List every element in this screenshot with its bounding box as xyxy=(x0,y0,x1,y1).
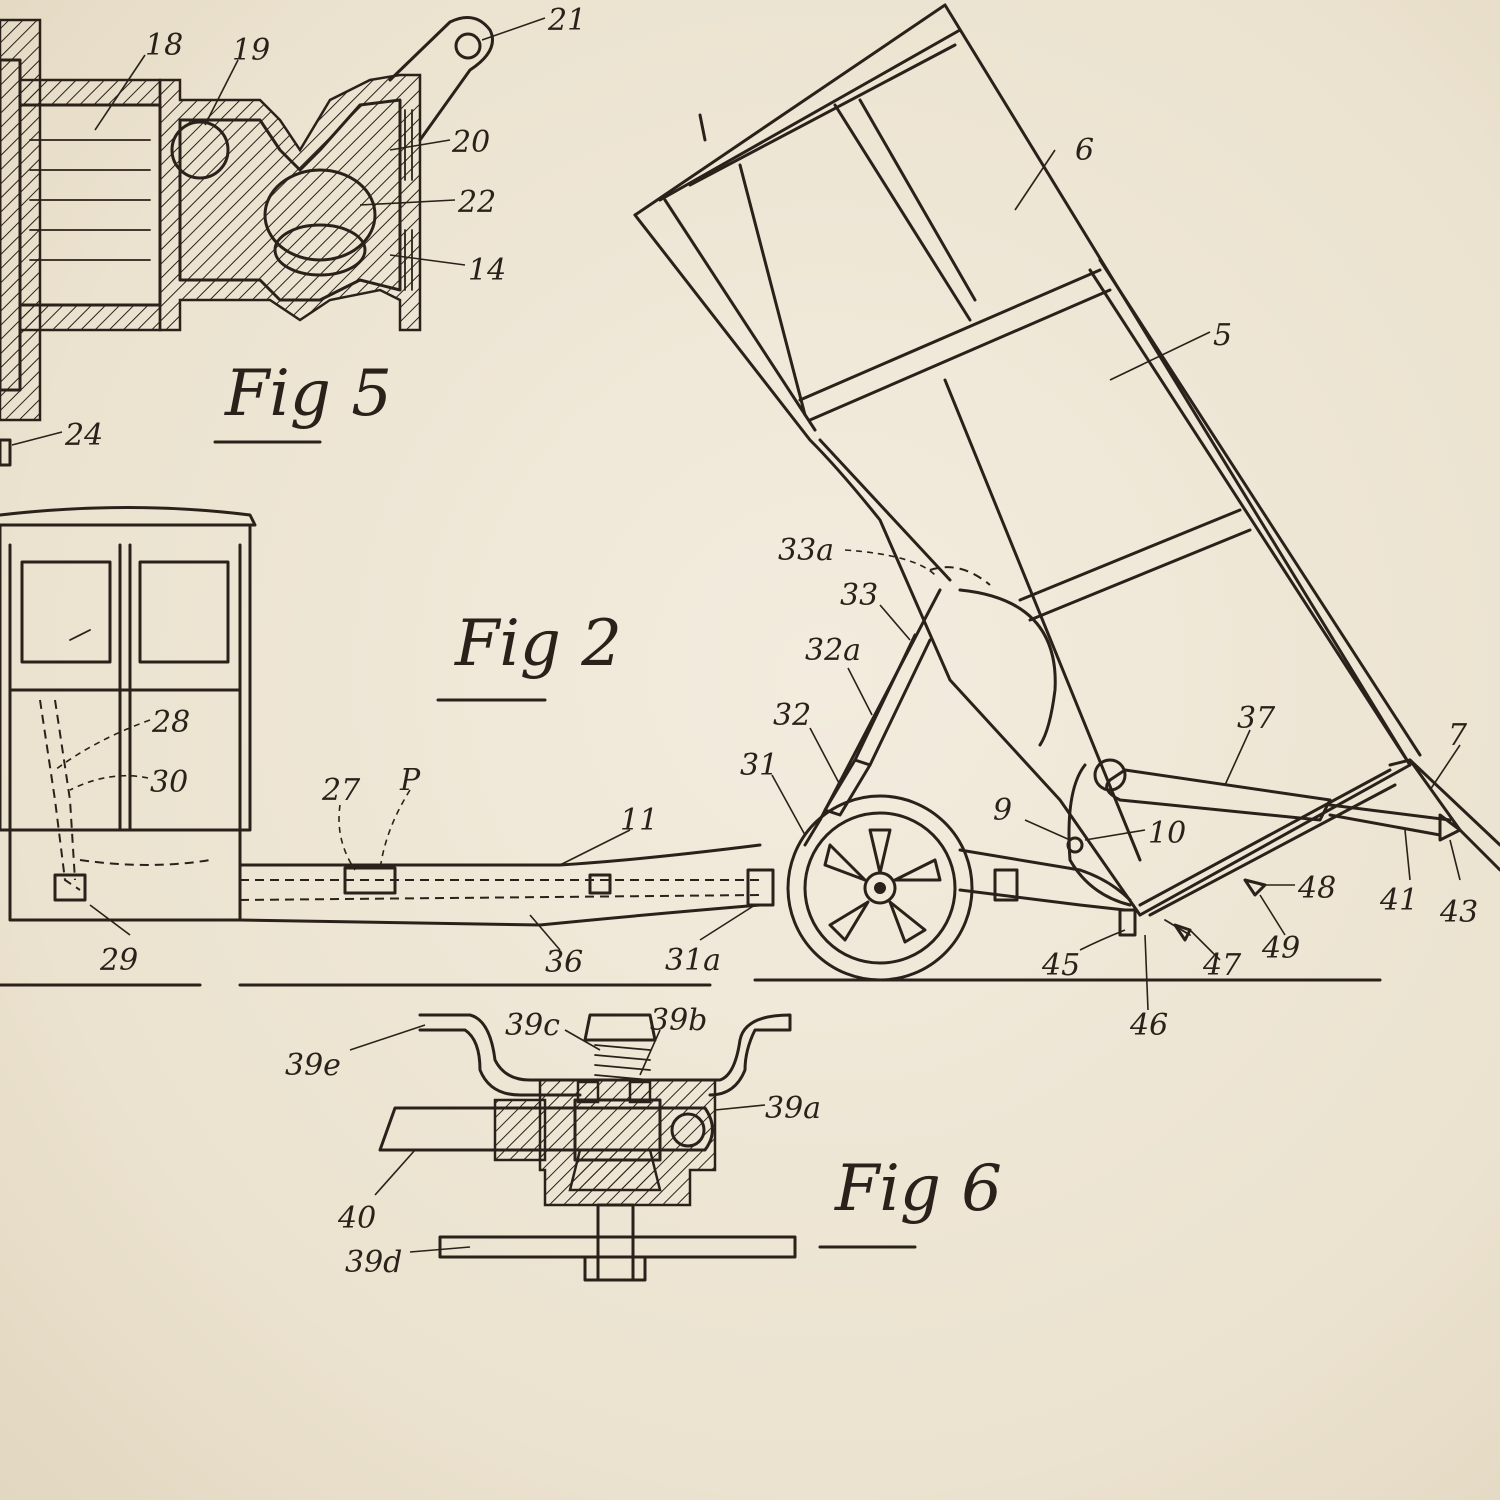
ref-22: 22 xyxy=(457,185,496,220)
ref-P: P xyxy=(399,763,421,798)
ref-39a: 39a xyxy=(765,1091,821,1126)
ref-18: 18 xyxy=(145,28,183,63)
fig2-truck-view xyxy=(0,3,1500,987)
fig5-labels: 18 19 21 20 22 14 24 Fig 5 xyxy=(11,3,586,453)
ref-29: 29 xyxy=(99,943,138,978)
ref-39d: 39d xyxy=(345,1245,402,1280)
ref-33a: 33a xyxy=(778,533,834,568)
ref-33: 33 xyxy=(840,578,878,613)
ref-39c: 39c xyxy=(505,1008,560,1043)
fig5-section-view xyxy=(0,16,494,467)
ref-27: 27 xyxy=(321,773,361,808)
ref-49: 49 xyxy=(1261,931,1300,966)
ref-41: 41 xyxy=(1379,883,1418,918)
fig2-labels: 6 5 7 33a 33 32a 32 31 31a 28 30 27 P 11… xyxy=(54,133,1478,1043)
ref-45: 45 xyxy=(1041,948,1080,983)
ref-46: 46 xyxy=(1129,1008,1168,1043)
ref-11: 11 xyxy=(620,803,658,838)
ref-19: 19 xyxy=(232,33,270,68)
fig6-clamp-view xyxy=(378,1013,797,1282)
ref-37: 37 xyxy=(1237,701,1276,736)
ref-32: 32 xyxy=(773,698,811,733)
ref-36: 36 xyxy=(545,945,583,980)
ref-32a: 32a xyxy=(805,633,861,668)
ref-20: 20 xyxy=(451,125,490,160)
ref-10: 10 xyxy=(1148,816,1186,851)
ref-5: 5 xyxy=(1213,318,1232,353)
figure-label-fig5: Fig 5 xyxy=(224,357,392,431)
ref-24: 24 xyxy=(64,418,103,453)
fig6-labels: 39c 39b 39e 39a 40 39d Fig 6 xyxy=(285,1003,1002,1280)
ref-6: 6 xyxy=(1075,133,1094,168)
ref-43: 43 xyxy=(1439,895,1478,930)
ref-31a: 31a xyxy=(665,943,721,978)
ref-31: 31 xyxy=(740,748,778,783)
ref-48: 48 xyxy=(1297,871,1336,906)
ref-30: 30 xyxy=(150,765,188,800)
ref-39b: 39b xyxy=(650,1003,707,1038)
ref-7: 7 xyxy=(1448,718,1468,753)
figure-label-fig2: Fig 2 xyxy=(454,607,622,681)
ref-14: 14 xyxy=(468,253,506,288)
ref-21: 21 xyxy=(547,3,586,38)
ref-40: 40 xyxy=(337,1201,376,1236)
ref-28: 28 xyxy=(151,705,190,740)
figure-label-fig6: Fig 6 xyxy=(834,1152,1002,1226)
ref-39e: 39e xyxy=(285,1048,341,1083)
ref-47: 47 xyxy=(1202,948,1242,983)
ref-9: 9 xyxy=(993,793,1012,828)
